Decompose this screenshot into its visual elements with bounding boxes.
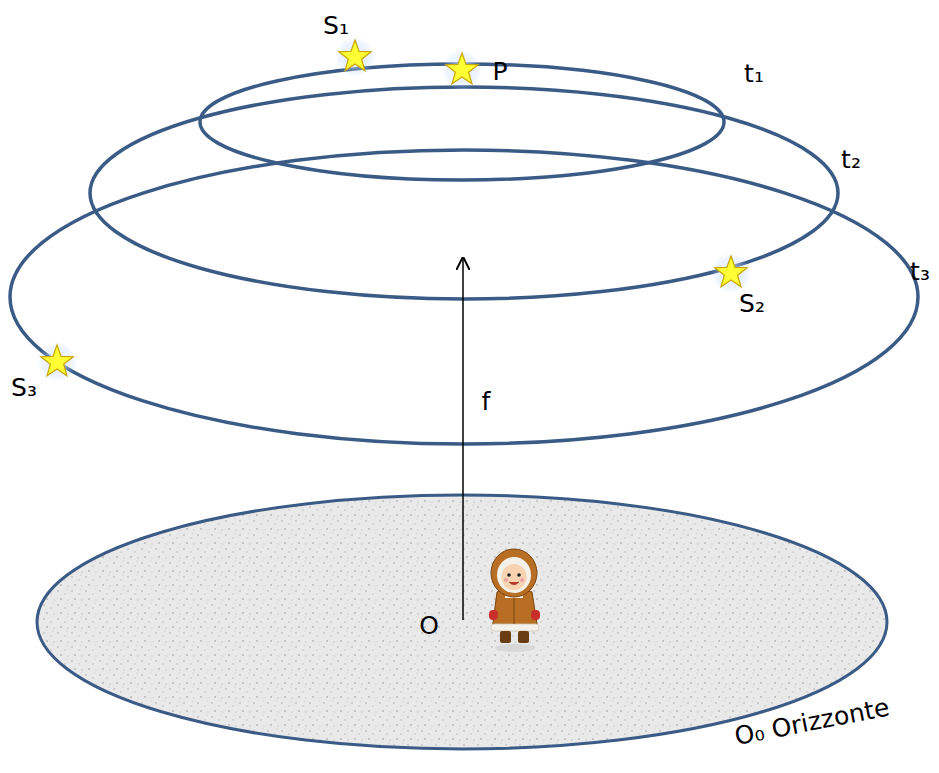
star-glow xyxy=(335,37,375,77)
star-circle xyxy=(10,150,918,444)
star-label: S₃ xyxy=(11,374,37,402)
star-symbol xyxy=(41,345,73,376)
star-glow xyxy=(442,50,482,90)
star-glow xyxy=(711,253,751,293)
star-circle xyxy=(90,87,838,299)
observer-figure xyxy=(489,549,540,652)
star-symbol xyxy=(715,256,747,287)
star-symbol xyxy=(339,40,371,71)
stars xyxy=(37,37,751,382)
star-glow xyxy=(37,342,77,382)
horizon-plane xyxy=(37,495,887,749)
horizon-label: O₀ Orizzonte xyxy=(732,694,891,751)
star-label: S₂ xyxy=(739,290,765,318)
circle-label: t₁ xyxy=(744,60,764,88)
pole-label: P xyxy=(492,58,507,86)
observer-label: O xyxy=(419,612,439,640)
axis-label: f xyxy=(482,388,491,416)
axis-arrow xyxy=(462,258,464,620)
star-label: S₁ xyxy=(323,12,349,40)
circle-label: t₃ xyxy=(910,258,930,286)
star-symbol xyxy=(446,53,478,84)
circle-label: t₂ xyxy=(841,146,861,174)
